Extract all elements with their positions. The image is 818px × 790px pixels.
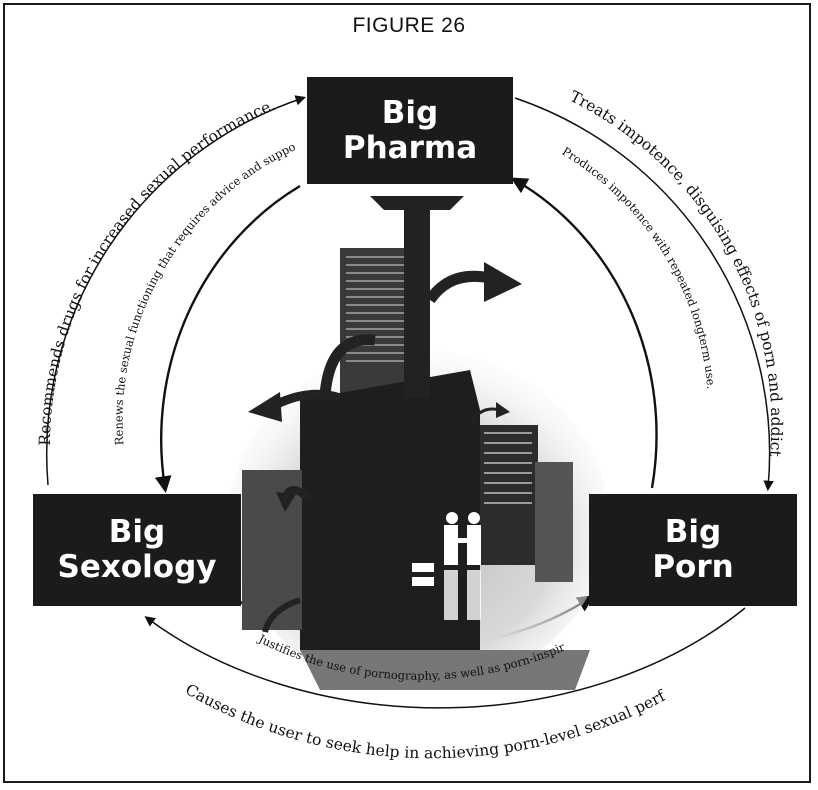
node-big-sexology-line1: Big [108,514,166,551]
arrow-porn-to-sexology [144,607,746,709]
arrow-sexology-to-pharma [45,95,306,486]
node-big-pharma: Big Pharma [307,77,513,184]
node-big-sexology: Big Sexology [33,494,241,606]
node-big-sexology-line2: Sexology [57,549,217,585]
arrow-porn-to-pharma [510,177,658,489]
arrow-pharma-to-porn [514,97,774,492]
node-big-porn-line1: Big [664,514,722,551]
figure-title: FIGURE 26 [352,14,466,37]
node-big-pharma-line1: Big [381,94,439,131]
city-illustration [228,196,608,690]
arrow-pharma-to-sexology [154,184,301,493]
node-big-porn: Big Porn [589,494,797,606]
node-big-porn-line2: Porn [652,549,734,585]
node-big-pharma-line2: Pharma [342,129,478,166]
